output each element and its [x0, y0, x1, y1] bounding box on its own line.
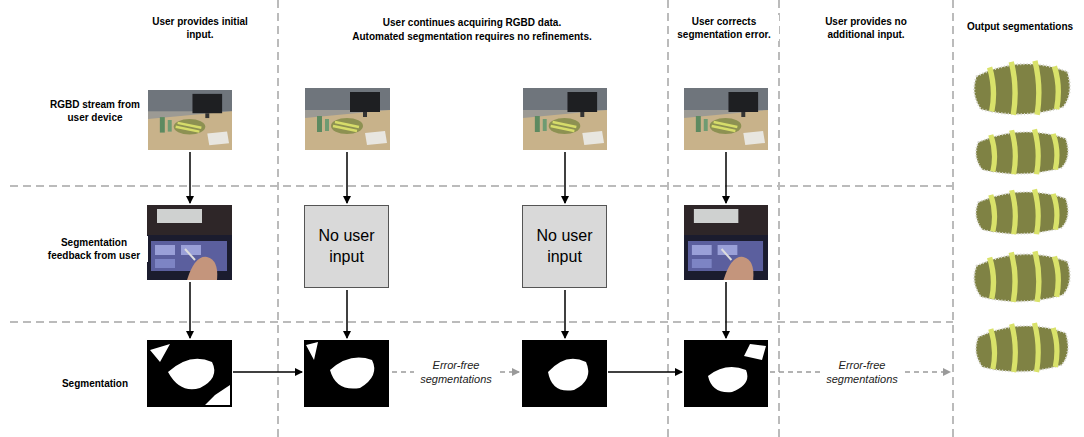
- column-heading: Output segmentations: [965, 20, 1075, 33]
- flow-arrows: [190, 152, 726, 372]
- box-text: No user input: [311, 226, 382, 268]
- column-heading: User provides initial input.: [148, 15, 252, 41]
- rgbd-photos: [148, 88, 768, 150]
- row-label: RGBD stream from user device: [45, 98, 145, 124]
- column-heading: User corrects segmentation error.: [669, 15, 779, 41]
- arrow-label: Error-free segmentations: [820, 358, 904, 387]
- column-heading: User provides no additional input.: [806, 15, 926, 41]
- grid-lines: [10, 0, 953, 437]
- no-input-box: No user input: [304, 205, 389, 288]
- row-label: Segmentation feedback from user: [40, 236, 148, 262]
- column-heading: Automated segmentation requires no refin…: [350, 30, 594, 43]
- feedback-photos: [147, 205, 768, 280]
- column-heading: User continues acquiring RGBD data.: [381, 16, 563, 29]
- box-text: No user input: [529, 226, 600, 268]
- segmentation-masks: [147, 340, 768, 407]
- arrow-label: Error-free segmentations: [414, 358, 498, 387]
- output-renders: [974, 61, 1070, 372]
- no-input-box: No user input: [522, 205, 607, 288]
- row-label: Segmentation: [60, 377, 130, 390]
